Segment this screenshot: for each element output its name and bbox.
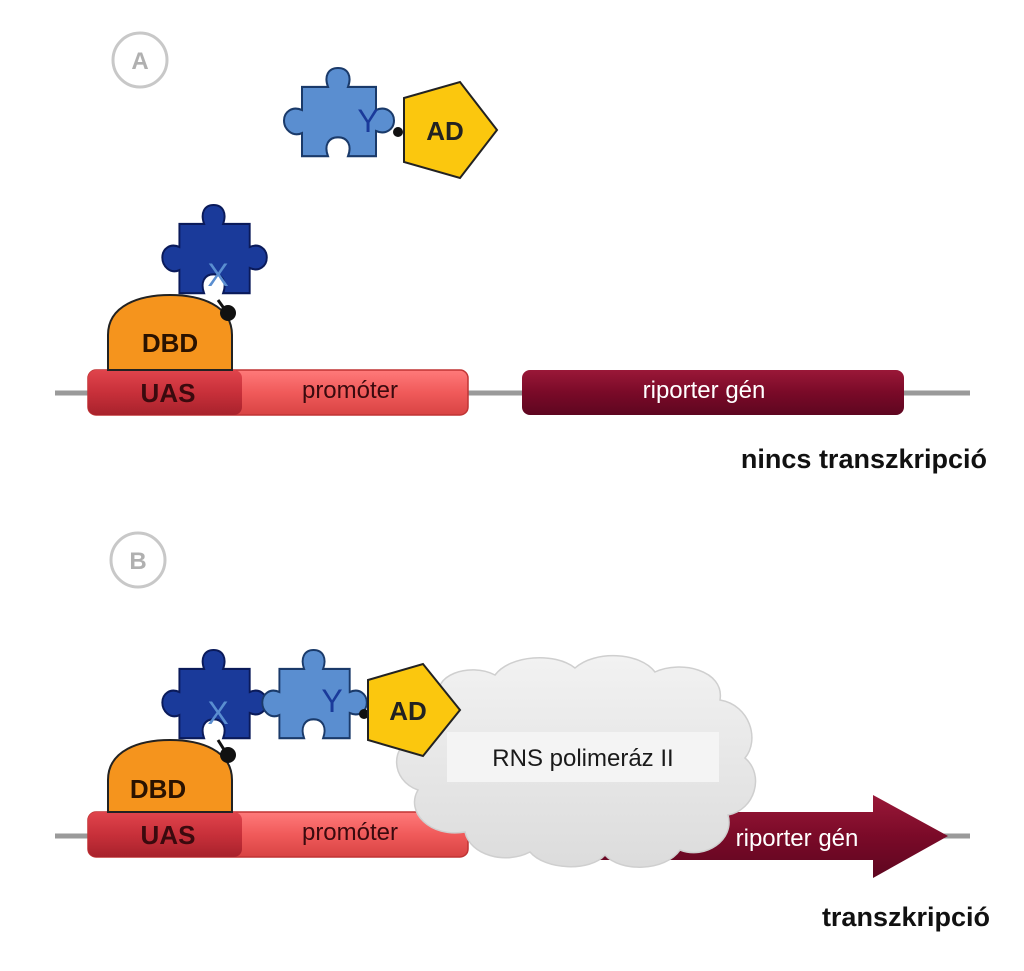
panel-a-ad [403,80,499,180]
panel-a-dbd [107,293,233,371]
panel-a-badge: A [111,31,169,89]
panel-b: B RNS polimeráz II UAS promóter riporter… [55,531,990,932]
panel-b-dbd-label: DBD [130,774,186,804]
panel-b-reporter-label: riporter gén [736,825,859,852]
panel-b-badge-circle [109,531,167,589]
panel-a-dbd-label: DBD [142,328,198,358]
panel-b-dbd [107,738,233,813]
panel-a-linker-dot [220,305,236,321]
panel-a-label: A [131,48,148,75]
panel-b-y-label: Y [321,683,342,719]
panel-a-y-label: Y [357,103,378,139]
panel-b-ad-label: AD [389,696,427,726]
panel-b-rna-polymerase: RNS polimeráz II [395,655,757,868]
panel-b-y-ad-linker [359,709,369,719]
panel-a-ad-label: AD [426,116,464,146]
panel-a-uas-box [88,370,242,415]
panel-b-result: transzkripció [822,902,990,932]
panel-b-y-protein [261,648,368,740]
panel-a-y-ad-linker [393,127,403,137]
panel-a-reporter-box [522,370,904,415]
panel-b-label: B [129,548,146,575]
panel-a-uas-label: UAS [141,378,196,408]
panel-b-promoter-label: promóter [302,819,398,846]
panel-a-reporter-label: riporter gén [643,377,766,404]
panel-b-x-label: X [207,695,228,731]
panel-b-uas-box [88,812,242,857]
panel-a-promoter-label: promóter [302,377,398,404]
panel-b-linker-dot [220,747,236,763]
panel-b-uas-label: UAS [141,820,196,850]
panel-a-x-label: X [207,257,228,293]
panel-a: A UAS promóter riporter gén DBD X Y [55,31,987,474]
panel-a-badge-circle [111,31,169,89]
panel-b-polymerase-label: RNS polimeráz II [492,745,673,772]
panel-b-badge: B [109,531,167,589]
panel-a-result: nincs transzkripció [741,444,987,474]
panel-b-polymerase-label-bg [447,732,719,782]
panel-b-ad [367,662,462,758]
